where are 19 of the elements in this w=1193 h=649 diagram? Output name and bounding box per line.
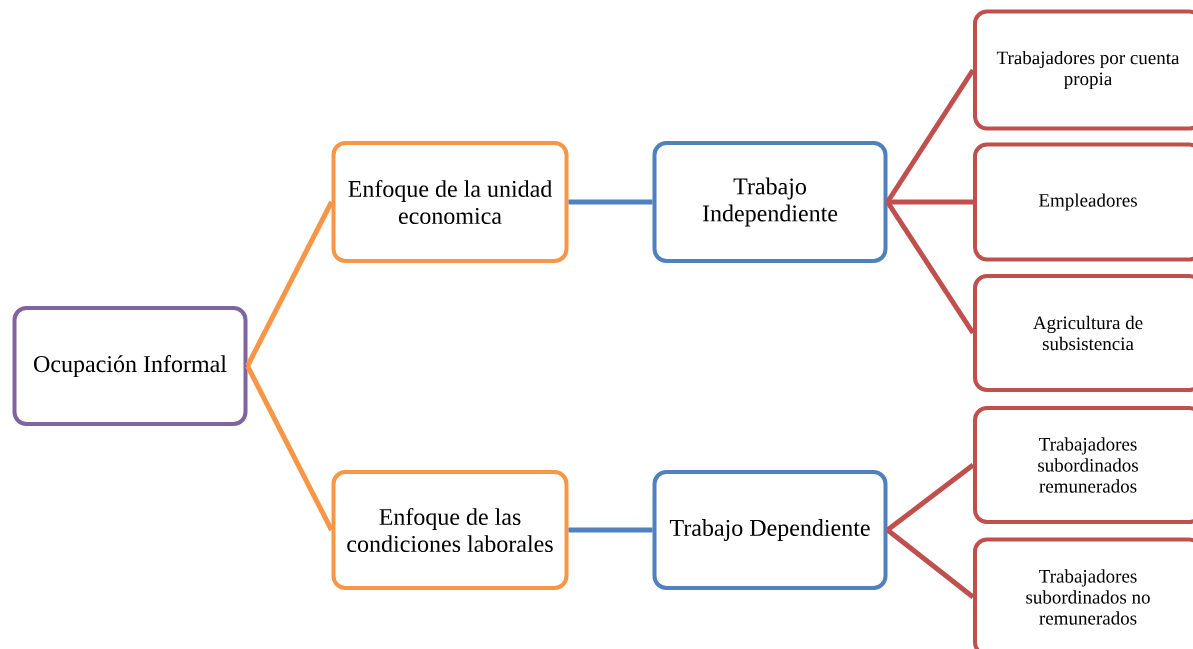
connector-line <box>568 199 653 205</box>
connector-line <box>887 199 973 205</box>
text-box: Trabajo Independiente <box>652 141 888 263</box>
connector-line <box>885 200 976 335</box>
text-box: Enfoque de las condiciones laborales <box>331 470 569 590</box>
text-box: Trabajadores subordinados remunerados <box>973 406 1193 524</box>
connector-line <box>886 463 975 532</box>
connector-line <box>245 364 334 532</box>
text-box: Trabajo Dependiente <box>652 470 888 590</box>
text-box: Enfoque de la unidad economica <box>331 141 569 263</box>
text-box: Trabajadores subordinados no remunerados <box>973 537 1193 649</box>
connector-line <box>885 68 976 204</box>
text-box: Ocupación Informal <box>12 306 248 426</box>
text-box: Agricultura de subsistencia <box>973 274 1193 392</box>
text-box: Empleadores <box>973 142 1193 262</box>
connector-line <box>885 528 975 599</box>
connector-line <box>245 200 334 368</box>
text-box: Trabajadores por cuenta propia <box>973 9 1193 131</box>
connector-line <box>568 527 653 533</box>
